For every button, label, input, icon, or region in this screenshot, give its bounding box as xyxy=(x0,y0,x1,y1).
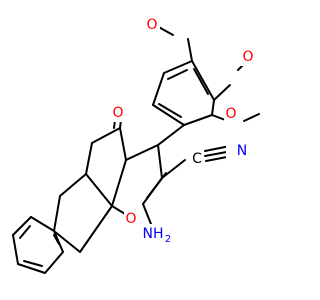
molecule-structure: O O O O N C NH 2 O xyxy=(12,16,260,274)
bond xyxy=(125,144,159,161)
bond xyxy=(12,216,32,236)
bond xyxy=(243,113,260,122)
bond xyxy=(85,142,93,175)
label-bg xyxy=(226,142,250,160)
label-bg xyxy=(145,16,160,34)
bond xyxy=(191,60,215,101)
bond xyxy=(53,234,60,245)
bond xyxy=(193,68,209,95)
methoxy-oxygen-3: O xyxy=(225,106,236,122)
bond xyxy=(157,124,185,146)
bond xyxy=(187,38,193,62)
bond xyxy=(19,225,31,239)
bond xyxy=(183,114,213,126)
bond xyxy=(161,159,186,179)
bond xyxy=(44,251,64,274)
bond xyxy=(79,205,113,253)
nitrile-carbon: C xyxy=(192,151,202,167)
bond xyxy=(211,99,215,116)
bond xyxy=(30,216,55,232)
bond xyxy=(163,60,193,74)
nitrile-nitrogen: N xyxy=(237,143,247,159)
ring-oxygen: O xyxy=(125,211,136,227)
bond xyxy=(85,173,113,207)
bond xyxy=(91,127,121,144)
bond xyxy=(158,103,182,118)
bond xyxy=(204,145,231,152)
bond xyxy=(213,84,231,101)
bond xyxy=(17,263,46,274)
bond xyxy=(111,159,127,207)
bond xyxy=(119,127,127,161)
bond xyxy=(167,69,188,80)
bond xyxy=(142,203,152,225)
bond xyxy=(157,144,163,179)
bond xyxy=(23,260,43,267)
label-bg xyxy=(140,224,174,242)
methoxy-oxygen-1: O xyxy=(146,17,157,33)
bond-layer xyxy=(12,24,260,274)
label-bg xyxy=(111,104,126,122)
bond xyxy=(152,72,165,106)
label-bg xyxy=(241,48,256,66)
atom-label-layer: O O O O N C NH 2 O xyxy=(111,16,256,245)
methoxy-oxygen-2: O xyxy=(242,49,253,65)
bond xyxy=(59,173,87,197)
amine-subscript: 2 xyxy=(165,234,171,245)
label-bg xyxy=(224,105,239,123)
ketone-oxygen: O xyxy=(112,105,123,121)
bond xyxy=(53,195,61,232)
label-bg xyxy=(124,210,139,228)
bond xyxy=(12,234,19,265)
bond xyxy=(53,230,81,253)
amine-nh: NH xyxy=(143,226,164,242)
bond xyxy=(152,104,185,126)
